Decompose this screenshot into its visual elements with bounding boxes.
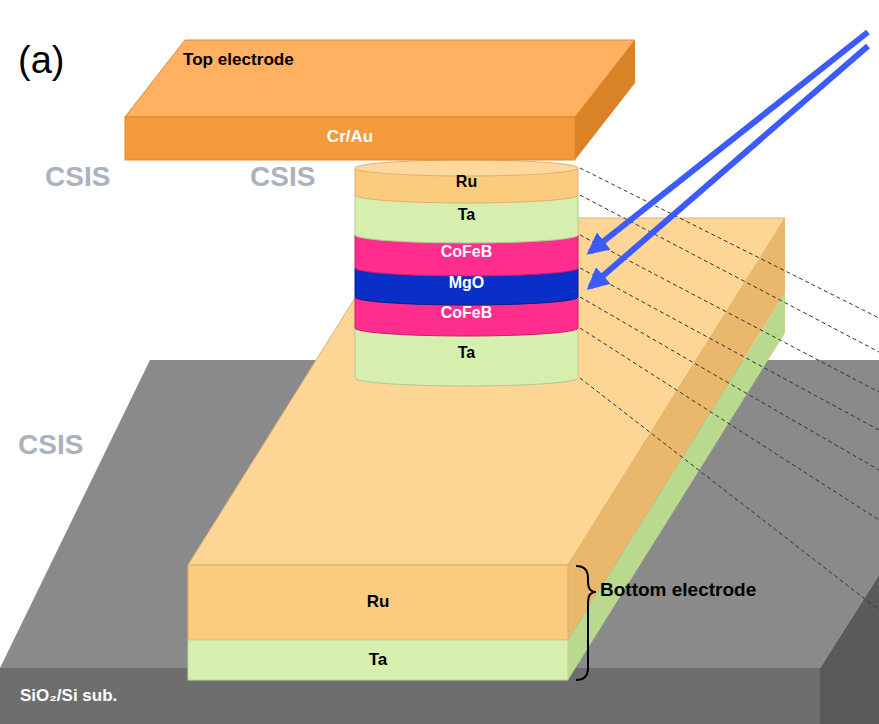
layer-text: Ru bbox=[456, 172, 477, 191]
bracket bbox=[576, 566, 596, 680]
watermark: CSIS bbox=[45, 160, 110, 194]
top-electrode: Top electrodeCr/Au bbox=[125, 40, 635, 160]
pillar-layer: Ta bbox=[355, 328, 578, 378]
pillar-layer: MgO bbox=[355, 268, 578, 297]
layer-text: Top electrode bbox=[183, 50, 693, 71]
layer-text: Ta bbox=[458, 343, 475, 362]
interface-arrow bbox=[590, 46, 868, 287]
bottom-electrode-layer: Ru bbox=[188, 565, 568, 640]
layer-text: CoFeB bbox=[441, 303, 493, 322]
bottom-electrode-layer: Ta bbox=[188, 640, 568, 680]
top-electrode-front bbox=[125, 117, 575, 160]
watermark: CSIS bbox=[18, 428, 83, 462]
layer-text: Ta bbox=[369, 650, 388, 670]
dashed-leader bbox=[580, 268, 879, 430]
pillar-layer: Ta bbox=[355, 195, 578, 235]
bottom-electrode-front bbox=[188, 640, 568, 680]
pillar-layer: Ru bbox=[355, 168, 578, 195]
pillar-layer: CoFeB bbox=[355, 235, 578, 268]
bottom-electrode-front bbox=[188, 565, 568, 640]
substrate-side bbox=[820, 575, 879, 724]
dashed-leader bbox=[580, 378, 879, 610]
dashed-leader bbox=[580, 168, 879, 318]
top-electrode-side bbox=[575, 40, 635, 160]
interface-arrow bbox=[590, 32, 868, 252]
dashed-leader bbox=[580, 328, 879, 520]
substrate: SiO₂/Si sub. bbox=[0, 668, 820, 724]
bracket-label: Bottom electrode bbox=[600, 579, 756, 602]
pillar-layer: CoFeB bbox=[355, 297, 578, 328]
bottom-electrode-side bbox=[568, 293, 785, 680]
layer-text: Ta bbox=[458, 205, 475, 224]
layer-text: Cr/Au bbox=[125, 127, 575, 147]
dashed-leaders bbox=[580, 168, 879, 610]
dashed-leader bbox=[580, 195, 879, 352]
layer-text: MgO bbox=[449, 273, 485, 292]
layer-text: SiO₂/Si sub. bbox=[20, 686, 117, 706]
layer-text: CoFeB bbox=[441, 242, 493, 261]
pillar-layer bbox=[355, 328, 578, 386]
watermark: CSIS bbox=[250, 160, 315, 194]
layer-text: Ru bbox=[367, 592, 390, 612]
panel-label: (a) bbox=[18, 38, 64, 84]
dashed-leader bbox=[580, 297, 879, 470]
